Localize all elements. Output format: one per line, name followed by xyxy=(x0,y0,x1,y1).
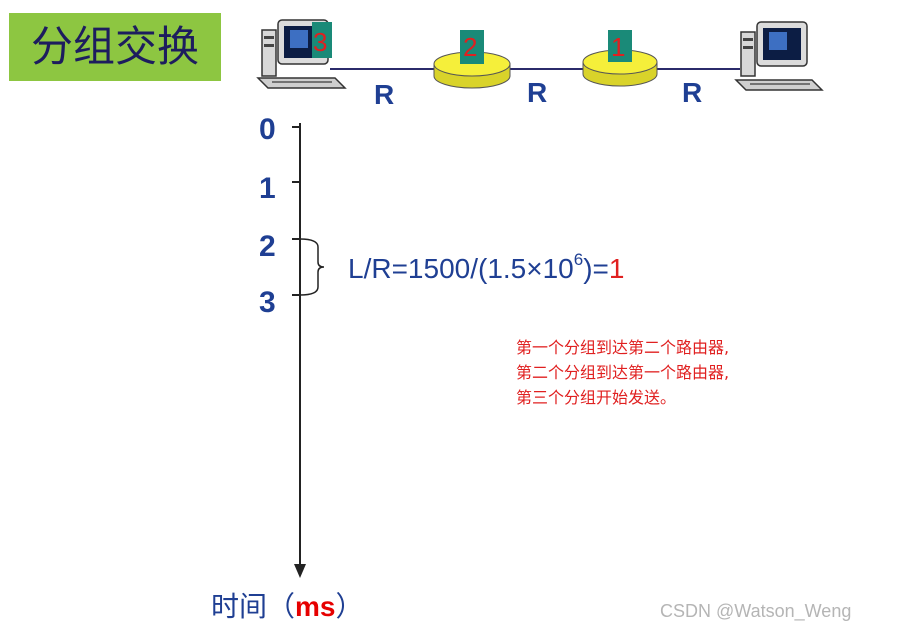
annotation-note: 第一个分组到达第二个路由器, 第二个分组到达第一个路由器, 第三个分组开始发送。 xyxy=(516,335,729,410)
time-axis-ticks xyxy=(292,126,300,296)
axis-label-suffix: ） xyxy=(335,590,364,623)
note-line-3: 第三个分组开始发送。 xyxy=(516,388,677,407)
link-label-3: R xyxy=(682,77,703,108)
time-axis-label: 时间（ms） xyxy=(211,585,364,625)
tick-label-2: 2 xyxy=(259,230,276,263)
tick-label-0: 0 xyxy=(259,113,276,146)
formula-exponent: 6 xyxy=(573,249,584,269)
formula-suffix: )= xyxy=(583,253,609,284)
link-label-1: R xyxy=(374,79,395,110)
formula-base: 10 xyxy=(542,253,574,284)
router-2-icon: 1 xyxy=(582,30,658,87)
link-label-2: R xyxy=(527,77,548,108)
note-line-1: 第一个分组到达第二个路由器, xyxy=(516,338,730,357)
router-1-icon: 2 xyxy=(433,30,511,89)
formula-times: × xyxy=(526,253,543,284)
note-line-2: 第二个分组到达第一个路由器, xyxy=(516,363,730,382)
tick-label-1: 1 xyxy=(259,172,276,205)
formula-prefix: L/R=1500/(1.5 xyxy=(348,253,527,284)
tick-label-3: 3 xyxy=(259,286,276,319)
transmission-delay-formula: L/R=1500/(1.5×106)=1 xyxy=(348,249,625,285)
packet-3-icon: 3 xyxy=(312,22,332,58)
interval-brace xyxy=(299,238,325,296)
packet-1-label: 1 xyxy=(611,32,625,62)
title-banner: 分组交换 xyxy=(9,13,221,81)
axis-label-unit: ms xyxy=(295,591,336,622)
time-axis-arrowhead xyxy=(294,564,306,578)
packet-3-label: 3 xyxy=(313,27,327,57)
destination-host-icon xyxy=(734,21,824,91)
watermark: CSDN @Watson_Weng xyxy=(660,601,852,621)
axis-label-prefix: 时间（ xyxy=(211,590,296,623)
formula-result: 1 xyxy=(608,253,625,284)
page-title: 分组交换 xyxy=(30,22,199,71)
packet-2-label: 2 xyxy=(463,32,477,62)
